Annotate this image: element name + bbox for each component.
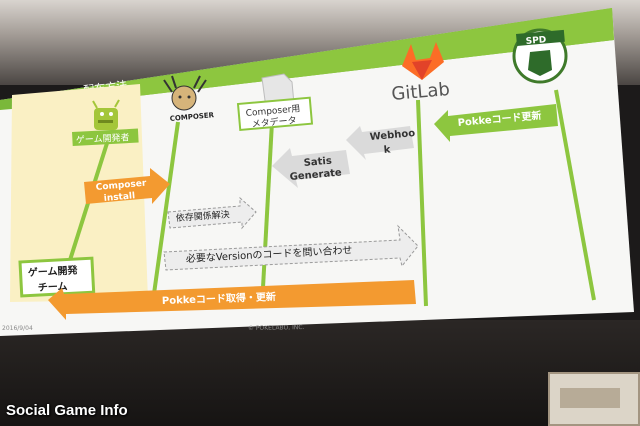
stage-object-panel [560,388,620,408]
satis-label-line1: Satis [303,156,332,169]
metadata-label-line1: Composer用 [245,103,300,119]
spd-emblem-icon [512,28,568,84]
composer-install-line2: install [103,191,135,204]
lifeline-gitlab [416,99,428,307]
gitlab-wordmark: GitLab [391,79,451,105]
pokke-fetch-arrow [48,280,416,320]
dependency-label: 依存関係解決 [175,208,230,224]
gitlab-fox-icon [402,42,444,80]
metadata-label-line2: メタデータ [251,114,297,130]
version-query-arrow [163,224,419,271]
dependency-arrow [167,196,257,230]
lifeline-composer [150,121,180,309]
webhook-label-line1: Webhoo [369,128,415,143]
composer-logo-text: COMPOSER [169,111,214,123]
webhook-arrow [346,126,414,160]
footer-copyright: © POKELABO, INC. [248,324,305,332]
lifeline-spd [554,89,596,301]
pokke-fetch-label: Pokkeコード取得・更新 [162,290,276,307]
composer-logo-icon [163,75,207,111]
composer-install-arrow [84,168,170,204]
lifeline-metadata [260,121,274,307]
watermark: Social Game Info [6,402,128,419]
satis-label-line2: Generate [289,167,342,183]
pokke-update-arrow [434,104,558,142]
team-label-line1: ゲーム開発 [27,263,78,279]
footer-date: 2016/9/04 [2,325,33,332]
satis-arrow [272,148,350,188]
spd-label: SPD [525,35,546,47]
webhook-label-line2: k [383,144,391,156]
android-dev-icon [92,99,120,130]
audience-floor [0,320,640,426]
composer-install-line1: Composer [95,179,147,193]
game-dev-label: ゲーム開発者 [76,131,130,146]
